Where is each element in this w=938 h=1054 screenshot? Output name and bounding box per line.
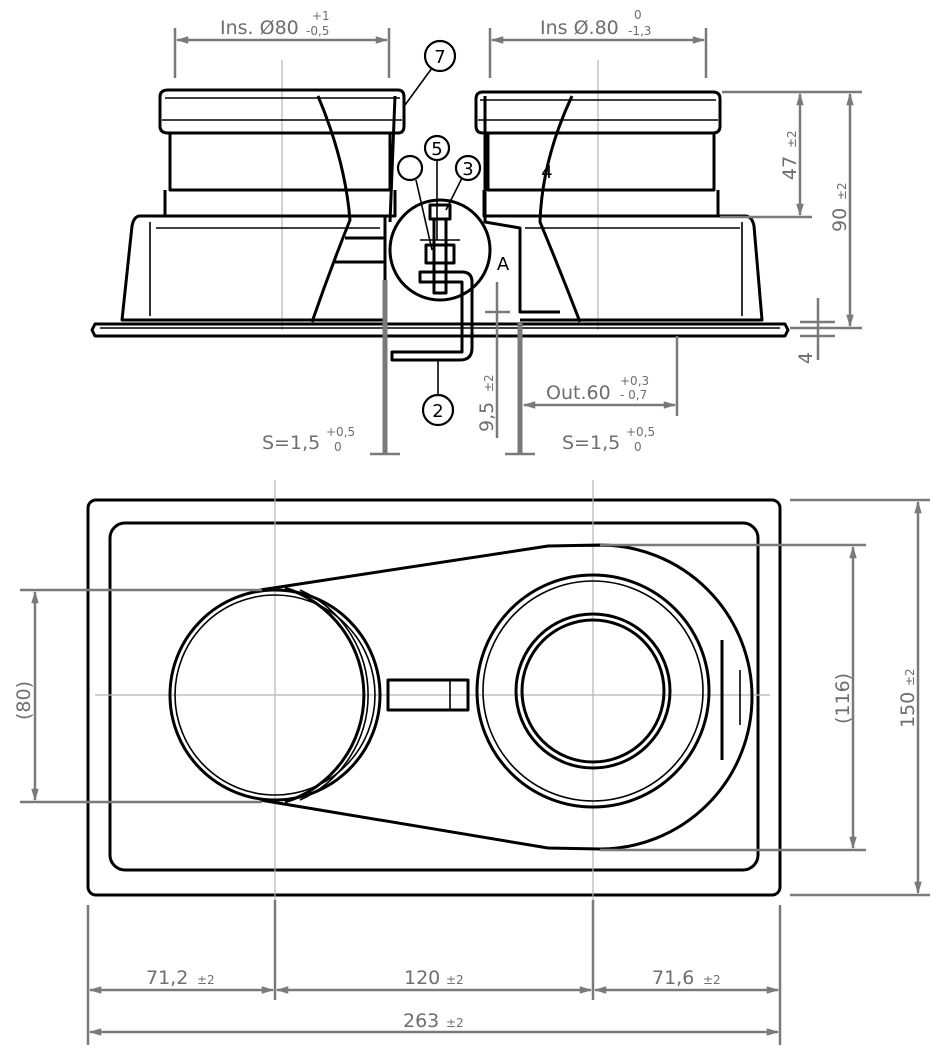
dim-wall-thickness: S=1,5 +0,5 0 S=1,5 +0,5 0 — [262, 280, 655, 456]
svg-text:+0,5: +0,5 — [326, 425, 355, 439]
dim-height-collar: 47 ±2 — [720, 90, 862, 219]
dim-lengths: 71,2 ±2 120 ±2 71,6 ±2 263 ±2 — [86, 900, 782, 1045]
dim-seg-right: 71,6 — [652, 967, 694, 989]
outer-plate — [86, 498, 782, 897]
svg-text:±2: ±2 — [446, 1016, 464, 1030]
svg-text:±2: ±2 — [903, 668, 917, 686]
svg-text:±2: ±2 — [785, 130, 799, 148]
svg-text:90: 90 — [829, 208, 851, 232]
svg-text:S=1,5: S=1,5 — [262, 432, 320, 454]
dim-height-total: 90 ±2 — [790, 92, 862, 330]
top-view: (80) (116) 150 ±2 71,2 ±2 120 — [13, 480, 930, 1045]
svg-text:+0,5: +0,5 — [626, 425, 655, 439]
dim-total-length: 263 — [403, 1010, 439, 1032]
svg-text:Out.60: Out.60 — [546, 382, 611, 404]
detail-a-circle — [388, 198, 492, 302]
dim-seg-left: 71,2 — [146, 967, 188, 989]
svg-text:+1: +1 — [312, 9, 330, 23]
svg-text:±2: ±2 — [482, 374, 496, 392]
svg-text:0: 0 — [634, 8, 642, 22]
balloon-2: 2 — [421, 360, 455, 427]
svg-text:Ins Ø.80: Ins Ø.80 — [540, 17, 619, 39]
svg-text:150: 150 — [897, 692, 919, 728]
detail-a-label: A — [497, 254, 510, 275]
svg-text:±2: ±2 — [446, 973, 464, 987]
right-outlet-circle — [475, 573, 711, 809]
svg-text:S=1,5: S=1,5 — [562, 432, 620, 454]
dim-width: 150 ±2 — [790, 498, 930, 897]
balloon-7: 7 — [404, 39, 457, 106]
svg-text:±2: ±2 — [835, 182, 849, 200]
svg-text:0: 0 — [634, 440, 642, 454]
svg-text:+0,3: +0,3 — [620, 374, 649, 388]
svg-text:-0,5: -0,5 — [306, 24, 329, 38]
inner-plate — [108, 521, 760, 872]
transition-body — [259, 543, 754, 851]
svg-text:9,5: 9,5 — [476, 402, 498, 432]
balloon-3: 3 — [445, 154, 482, 211]
part-label-4: 4 — [541, 162, 552, 183]
svg-text:±2: ±2 — [703, 973, 721, 987]
svg-text:-1,3: -1,3 — [628, 24, 651, 38]
svg-text:2: 2 — [432, 401, 443, 422]
side-view: A 4 7 5 3 2 — [90, 8, 862, 456]
dim-right-diameter: (116) — [600, 543, 866, 852]
svg-text:(116): (116) — [832, 673, 854, 724]
svg-text:47: 47 — [779, 156, 801, 180]
bolt-assembly — [390, 203, 474, 362]
dim-outlet: Out.60 +0,3 - 0,7 — [522, 336, 679, 416]
dim-inlet-left: Ins. Ø80 +1 -0,5 — [173, 9, 391, 78]
dim-seg-mid: 120 — [404, 967, 440, 989]
dim-inlet-right: Ins Ø.80 0 -1,3 — [488, 8, 708, 78]
svg-text:5: 5 — [431, 139, 442, 160]
bracket-tab — [386, 678, 470, 712]
svg-text:3: 3 — [462, 159, 473, 180]
svg-text:4: 4 — [795, 352, 817, 364]
balloon-5: 5 — [423, 134, 451, 240]
svg-text:0: 0 — [334, 440, 342, 454]
svg-text:(80): (80) — [13, 681, 35, 720]
svg-text:7: 7 — [434, 47, 445, 68]
svg-text:- 0,7: - 0,7 — [620, 388, 647, 402]
balloon-empty — [396, 154, 433, 251]
left-inlet-circle — [168, 586, 382, 804]
dim-left-diameter: (80) — [13, 588, 262, 804]
svg-text:Ins. Ø80: Ins. Ø80 — [220, 17, 299, 39]
dim-offset: 9,5 ±2 — [476, 282, 510, 438]
dim-plate-thickness: 4 — [795, 298, 835, 364]
right-collar — [474, 90, 764, 323]
svg-text:±2: ±2 — [197, 973, 215, 987]
left-collar — [120, 88, 406, 323]
base-plate — [90, 322, 790, 338]
